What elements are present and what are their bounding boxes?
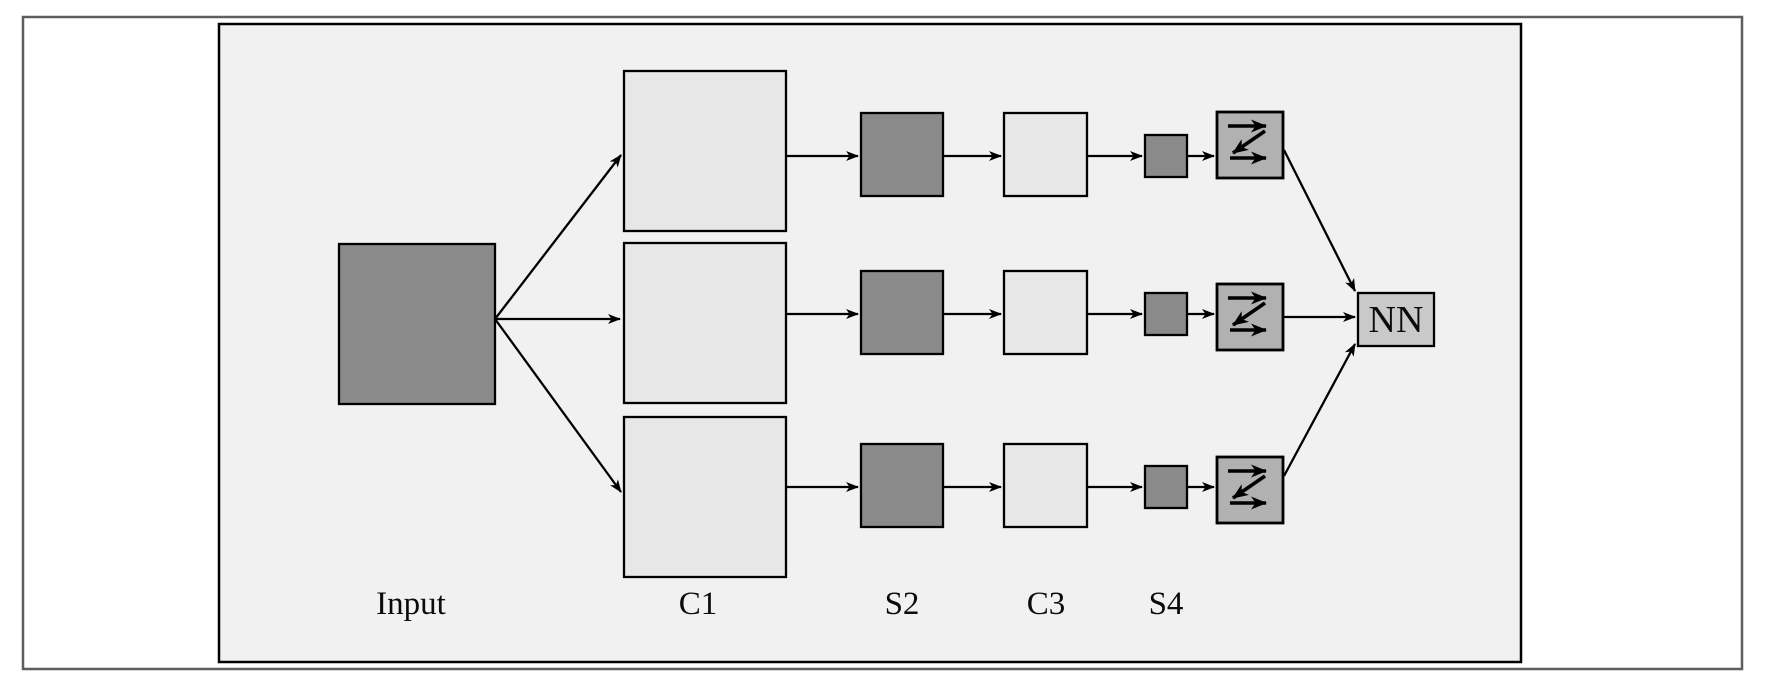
c3-square-row2	[1002, 269, 1089, 356]
input-square	[337, 242, 497, 406]
s4-square-row1	[1143, 133, 1189, 179]
c3-square-row1	[1002, 111, 1089, 198]
s2-square-row3	[859, 442, 945, 529]
c1-square-row3	[622, 415, 788, 579]
arrow-zigzag-to-nn-row3	[1282, 343, 1357, 477]
c3-square-row3	[1002, 442, 1089, 529]
label-nn: NN	[1369, 299, 1424, 341]
zigzag-box-row1	[1215, 110, 1285, 180]
zigzag-arrows-icon	[1228, 119, 1267, 165]
zigzag-box-row3	[1215, 455, 1285, 525]
label-c3: C3	[1027, 586, 1066, 622]
s2-square-row2	[859, 269, 945, 356]
outer-frame	[21, 15, 1744, 671]
arrow-zigzag-to-nn-row1	[1282, 149, 1357, 292]
s2-square-row1	[859, 111, 945, 198]
nn-box	[1356, 291, 1436, 348]
label-s2: S2	[885, 586, 920, 622]
label-input: Input	[376, 586, 446, 622]
s4-square-row2	[1143, 291, 1189, 337]
zigzag-arrows-icon	[1228, 464, 1267, 510]
s4-square-row3	[1143, 464, 1189, 510]
arrow-input-to-c1-row3	[494, 318, 622, 493]
label-c1: C1	[679, 586, 718, 622]
arrow-input-to-c1-row1	[494, 154, 622, 320]
zigzag-arrows-icon	[1228, 291, 1267, 337]
label-s4: S4	[1149, 586, 1184, 622]
zigzag-box-row2	[1215, 282, 1285, 352]
c1-square-row1	[622, 69, 788, 233]
c1-square-row2	[622, 241, 788, 405]
